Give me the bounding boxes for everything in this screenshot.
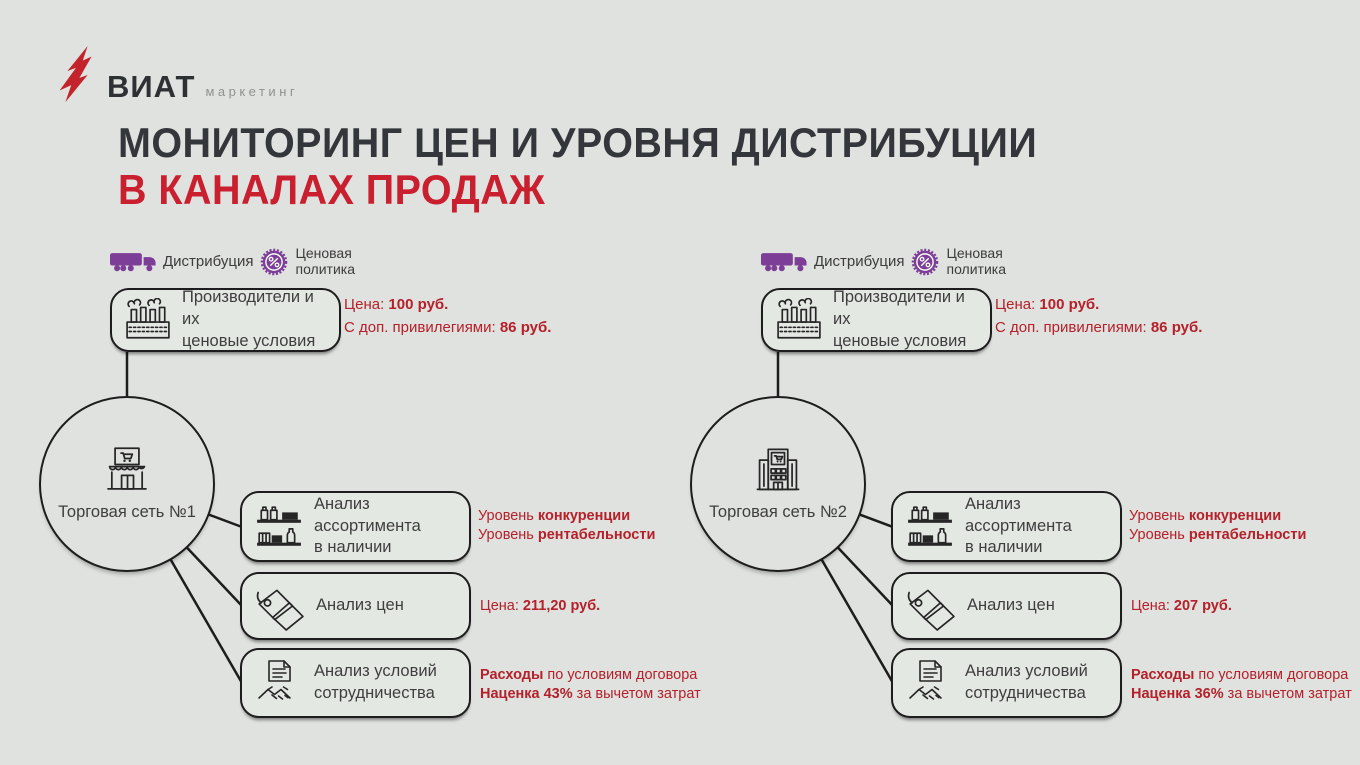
price-note: Цена: 211,20 руб. <box>480 598 601 614</box>
terms-note: Расходы по условиям договора Наценка 36%… <box>1131 667 1352 702</box>
distribution-label: Дистрибуция <box>163 253 254 271</box>
assortment-note: Уровень конкуренции Уровень рентабельнос… <box>1129 508 1307 543</box>
handshake-document-icon <box>258 660 291 700</box>
price-box-label: Анализ цен <box>316 596 404 615</box>
producer-box: Производители и их ценовые условия <box>110 288 341 352</box>
channel-retail-network-1: Дистрибуция Ценовая политика Произв <box>0 240 701 765</box>
assortment-box-label: Анализ ассортимента в наличии <box>965 494 1072 557</box>
handshake-document-icon <box>909 660 942 700</box>
shelves-icon <box>257 505 301 546</box>
storefront-icon <box>107 447 147 490</box>
producer-box: Производители и их ценовые условия <box>761 288 992 352</box>
pricing-policy-label: Ценовая политика <box>295 245 355 277</box>
logo-arrow-icon <box>59 46 92 103</box>
truck-icon <box>110 252 156 271</box>
terms-analysis-box: Анализ условий сотрудничества <box>891 648 1122 718</box>
network-label: Торговая сеть №1 <box>58 503 196 521</box>
truck-icon <box>761 252 807 271</box>
network-circle: Торговая сеть №2 <box>690 396 866 572</box>
logo: ВИАТ маркетинг <box>57 46 299 104</box>
assortment-box-label: Анализ ассортимента в наличии <box>314 494 421 557</box>
distribution-row: Дистрибуция Ценовая политика <box>761 245 1006 277</box>
factory-icon <box>777 298 821 339</box>
producer-box-label: Производители и их ценовые условия <box>833 288 967 350</box>
distribution-label: Дистрибуция <box>814 253 905 271</box>
price-analysis-box: Анализ цен <box>891 572 1122 640</box>
channel-retail-network-2: Дистрибуция Ценовая политика Произв <box>651 240 1352 765</box>
assortment-analysis-box: Анализ ассортимента в наличии <box>891 491 1122 562</box>
terms-box-label: Анализ условий сотрудничества <box>965 662 1088 702</box>
price-note: Цена: 207 руб. <box>1131 598 1232 614</box>
assortment-analysis-box: Анализ ассортимента в наличии <box>240 491 471 562</box>
producer-note: Цена: 100 руб. С доп. привилегиями: 86 р… <box>344 296 552 336</box>
mall-building-icon <box>756 448 800 491</box>
terms-analysis-box: Анализ условий сотрудничества <box>240 648 471 718</box>
assortment-note: Уровень конкуренции Уровень рентабельнос… <box>478 508 656 543</box>
network-label: Торговая сеть №2 <box>709 503 847 521</box>
page-title-line1: МОНИТОРИНГ ЦЕН И УРОВНЯ ДИСТРИБУЦИИ <box>118 119 1038 166</box>
factory-icon <box>126 298 170 339</box>
price-tags-icon <box>256 589 304 631</box>
producer-box-label: Производители и их ценовые условия <box>182 288 316 350</box>
terms-note: Расходы по условиям договора Наценка 43%… <box>480 667 701 702</box>
terms-box-label: Анализ условий сотрудничества <box>314 662 437 702</box>
producer-note: Цена: 100 руб. С доп. привилегиями: 86 р… <box>995 296 1203 336</box>
brand-subtitle: маркетинг <box>205 84 299 99</box>
price-tags-icon <box>907 589 955 631</box>
percent-badge-icon <box>912 248 939 275</box>
price-analysis-box: Анализ цен <box>240 572 471 640</box>
page-title-line2: В КАНАЛАХ ПРОДАЖ <box>118 166 546 213</box>
distribution-row: Дистрибуция Ценовая политика <box>110 245 355 277</box>
price-box-label: Анализ цен <box>967 596 1055 615</box>
brand-name: ВИАТ <box>107 69 196 104</box>
page-title: МОНИТОРИНГ ЦЕН И УРОВНЯ ДИСТРИБУЦИИ В КА… <box>118 119 1096 213</box>
percent-badge-icon <box>261 248 288 275</box>
pricing-policy-label: Ценовая политика <box>946 245 1006 277</box>
network-circle: Торговая сеть №1 <box>39 396 215 572</box>
shelves-icon <box>908 505 952 546</box>
